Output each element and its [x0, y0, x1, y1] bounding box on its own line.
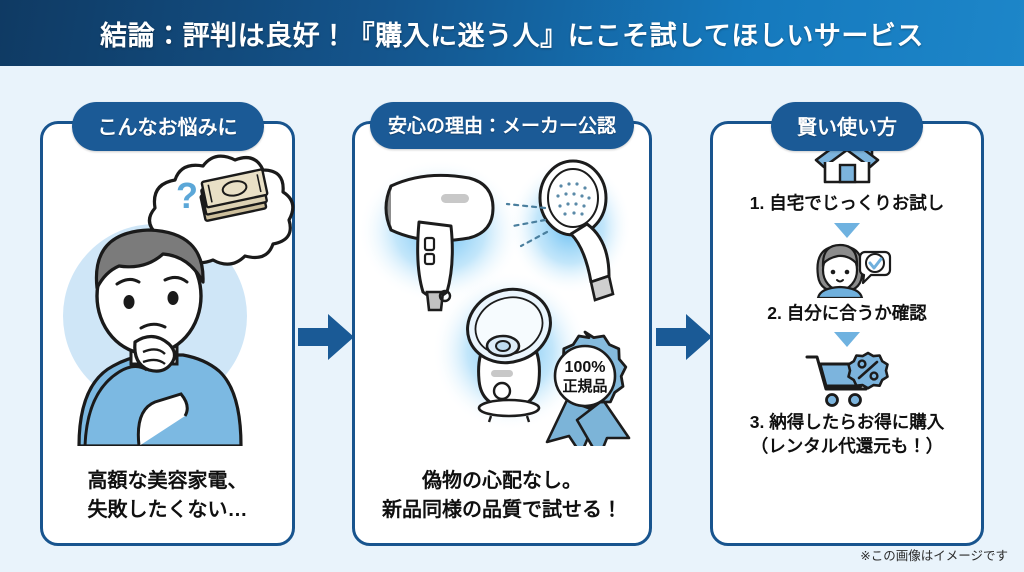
svg-text:正規品: 正規品 [562, 378, 607, 395]
hair-dryer-icon [384, 173, 495, 312]
card-problem-caption: 高額な美容家電、 失敗したくない… [43, 467, 292, 525]
card-reason-title: 安心の理由：メーカー公認 [369, 102, 635, 149]
card-problem: こんなお悩みに ? [40, 102, 295, 546]
worried-man-illustration: ? [43, 146, 295, 446]
card-reason-caption-line1: 偽物の心配なし。 [422, 470, 582, 492]
right-arrow-icon-2 [656, 314, 712, 360]
card-reason-caption-line2: 新品同様の品質で試せる！ [382, 499, 622, 521]
card-problem-title: こんなお悩みに [71, 102, 264, 151]
card-reason: 安心の理由：メーカー公認 [352, 102, 652, 546]
svg-text:?: ? [176, 175, 198, 216]
usage-step-3-sub: （レンタル代還元も！） [750, 435, 944, 456]
appliances-illustration: 100% 正規品 [355, 146, 649, 446]
svg-text:100%: 100% [565, 359, 606, 376]
card-reason-caption: 偽物の心配なし。 新品同様の品質で試せる！ [355, 467, 649, 525]
right-arrow-icon-1 [298, 314, 354, 360]
shower-head-icon [505, 159, 615, 302]
facial-steamer-icon [466, 287, 552, 423]
card-usage-title: 賢い使い方 [771, 102, 923, 151]
thought-bubble-icon: ? [147, 154, 295, 266]
cards-container: こんなお悩みに ? [0, 66, 1024, 572]
header-banner: 結論：評判は良好！『購入に迷う人』にこそ試してほしいサービス [0, 0, 1024, 66]
usage-steps-list: 1. 自宅でじっくりお試し 2. 自分に合うか確認 [713, 132, 981, 551]
woman-check-icon [802, 242, 892, 298]
down-arrow-icon-1 [834, 222, 860, 238]
page-title: 結論：評判は良好！『購入に迷う人』にこそ試してほしいサービス [100, 20, 924, 51]
card-problem-caption-line2: 失敗したくない… [87, 499, 248, 521]
cart-discount-icon [805, 351, 889, 408]
down-arrow-icon-2 [834, 332, 860, 348]
image-disclaimer-note: ※この画像はイメージです [860, 549, 1008, 563]
usage-step-1-label: 1. 自宅でじっくりお試し [749, 193, 945, 213]
usage-step-3-main: 3. 納得したらお得に購入 [749, 412, 945, 433]
usage-step-2-label: 2. 自分に合うか確認 [767, 302, 927, 323]
card-usage: 賢い使い方 1. 自宅でじっくりお試し [710, 102, 984, 546]
card-problem-caption-line1: 高額な美容家電、 [87, 470, 248, 492]
usage-step-3-label: 3. 納得したらお得に購入 （レンタル代還元も！） [750, 411, 944, 458]
authenticity-badge: 100% 正規品 [545, 330, 631, 446]
